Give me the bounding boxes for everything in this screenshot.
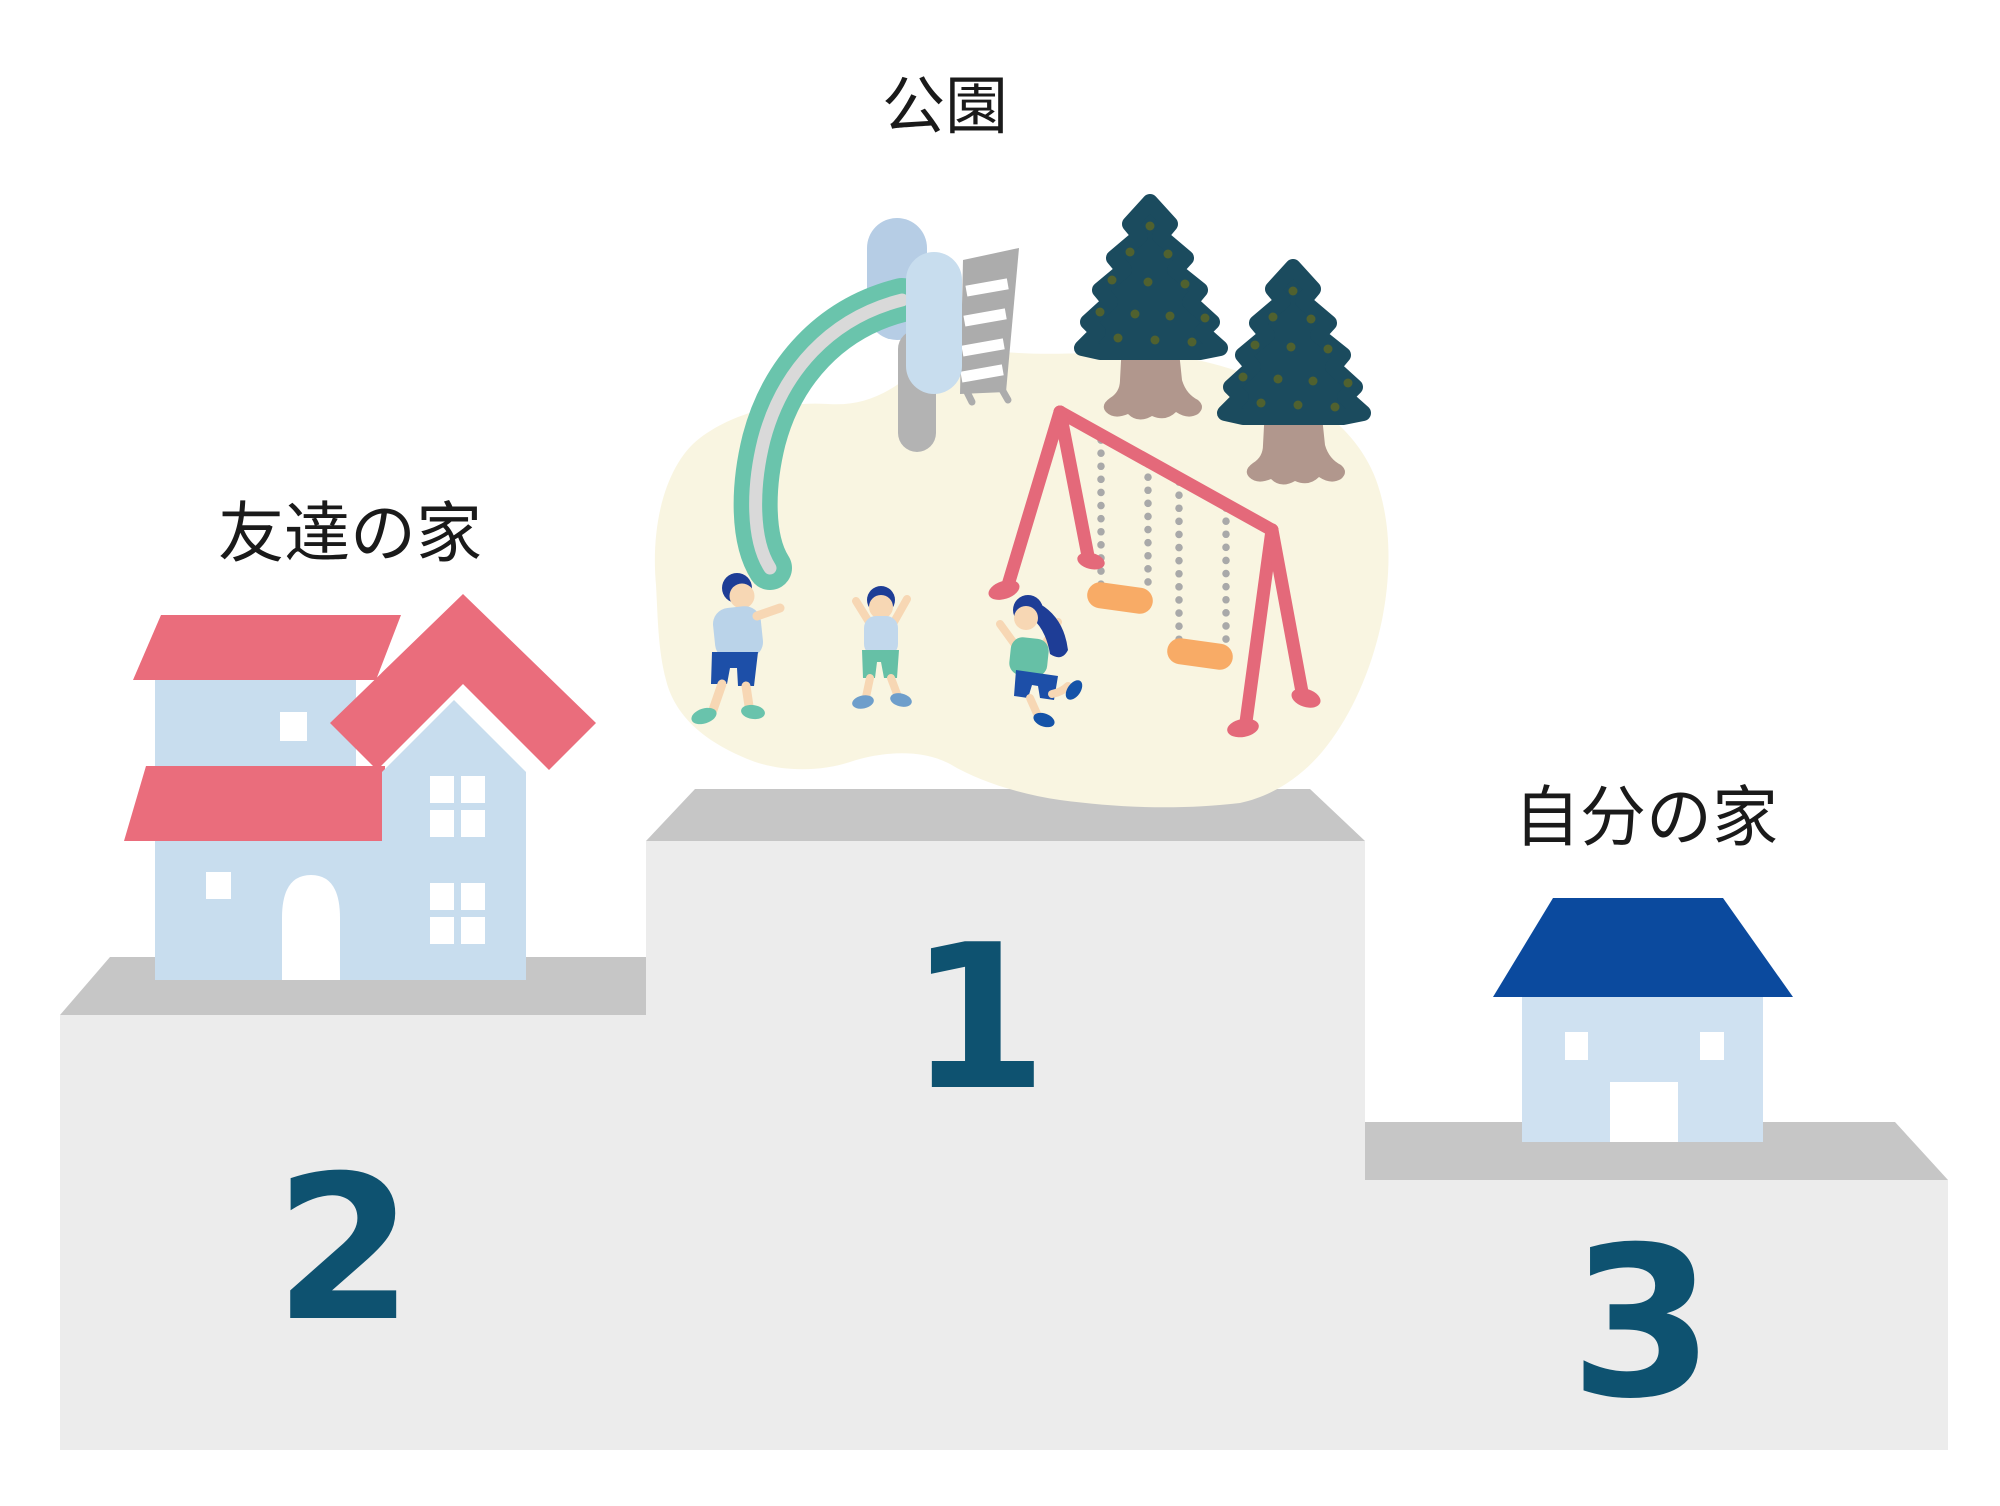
child-hair-lock [1032, 604, 1068, 658]
my-house-window [1700, 1032, 1724, 1060]
friends-house-label: 友達の家 [218, 496, 482, 570]
friends-house-top-roof [133, 615, 401, 680]
child-head [869, 595, 893, 619]
my-house-window [1565, 1032, 1588, 1060]
podium-step-second-front [60, 1015, 646, 1450]
slide-chute-stripe [749, 293, 909, 575]
friends-house-gable-wall [382, 700, 526, 980]
friends-house-icon [124, 594, 596, 980]
park-label: 公園 [882, 72, 1008, 142]
child-shirt [712, 606, 764, 660]
my-house-icon [1493, 898, 1793, 1142]
friends-house-gable-roof [330, 594, 596, 770]
rank-number-1: 1 [908, 902, 1047, 1135]
friends-house-window [280, 712, 307, 741]
child-shirt [864, 616, 898, 656]
child-arms-up-icon [852, 586, 912, 709]
friends-house-lower-wall [155, 841, 383, 980]
child-shoe [1033, 712, 1055, 728]
slide-ladder-icon [960, 248, 1019, 406]
swing-seat [1087, 582, 1153, 614]
tree-berries [1095, 221, 1210, 347]
child-legs [1026, 682, 1072, 720]
friends-house-pane-window [430, 776, 485, 837]
child-shirt [1009, 637, 1049, 677]
rank-number-3: 3 [1570, 1203, 1715, 1445]
child-head [1014, 606, 1038, 630]
swing-frame [988, 405, 1321, 738]
child-legs [708, 679, 754, 715]
my-house-roof [1493, 898, 1793, 997]
child-shoe [890, 693, 912, 707]
rank-number-2: 2 [274, 1133, 413, 1366]
child-arm [752, 603, 785, 621]
podium-step-third-front [1360, 1180, 1948, 1450]
my-house-door [1610, 1082, 1678, 1142]
podium-step-third-top [1360, 1122, 1948, 1180]
child-shorts [862, 650, 899, 678]
podium [60, 789, 1948, 1450]
slide-icon [733, 218, 1019, 590]
friends-house-window [206, 872, 231, 899]
swing-icon [988, 405, 1321, 738]
slide-front-post [906, 252, 962, 394]
child-jumping-icon [996, 595, 1083, 728]
child-walking-icon [691, 573, 785, 725]
my-house-label: 自分の家 [1514, 780, 1778, 854]
podium-step-third [1360, 1122, 1948, 1450]
park-ground-blob [654, 351, 1389, 808]
child-shoe [1065, 680, 1083, 700]
child-legs [862, 674, 901, 701]
tree-icon [1074, 194, 1228, 420]
podium-step-first-front [646, 841, 1365, 1450]
friends-house-upper-wall [155, 680, 356, 768]
playground-park-icon [654, 194, 1389, 808]
friends-house-door [282, 875, 340, 980]
friends-house-middle-roof [124, 766, 385, 841]
child-shorts [1014, 670, 1058, 700]
child-arms [852, 595, 911, 626]
child-shoe [741, 704, 765, 720]
podium-step-second [60, 957, 646, 1450]
child-head [729, 583, 755, 609]
child-shoe [852, 695, 874, 709]
tree-trunk [1103, 342, 1202, 420]
swing-seat [1167, 638, 1233, 670]
tree-foliage [1074, 194, 1228, 360]
child-shoe [691, 707, 717, 725]
child-shorts [711, 652, 758, 686]
friends-house-pane-window [430, 883, 485, 944]
